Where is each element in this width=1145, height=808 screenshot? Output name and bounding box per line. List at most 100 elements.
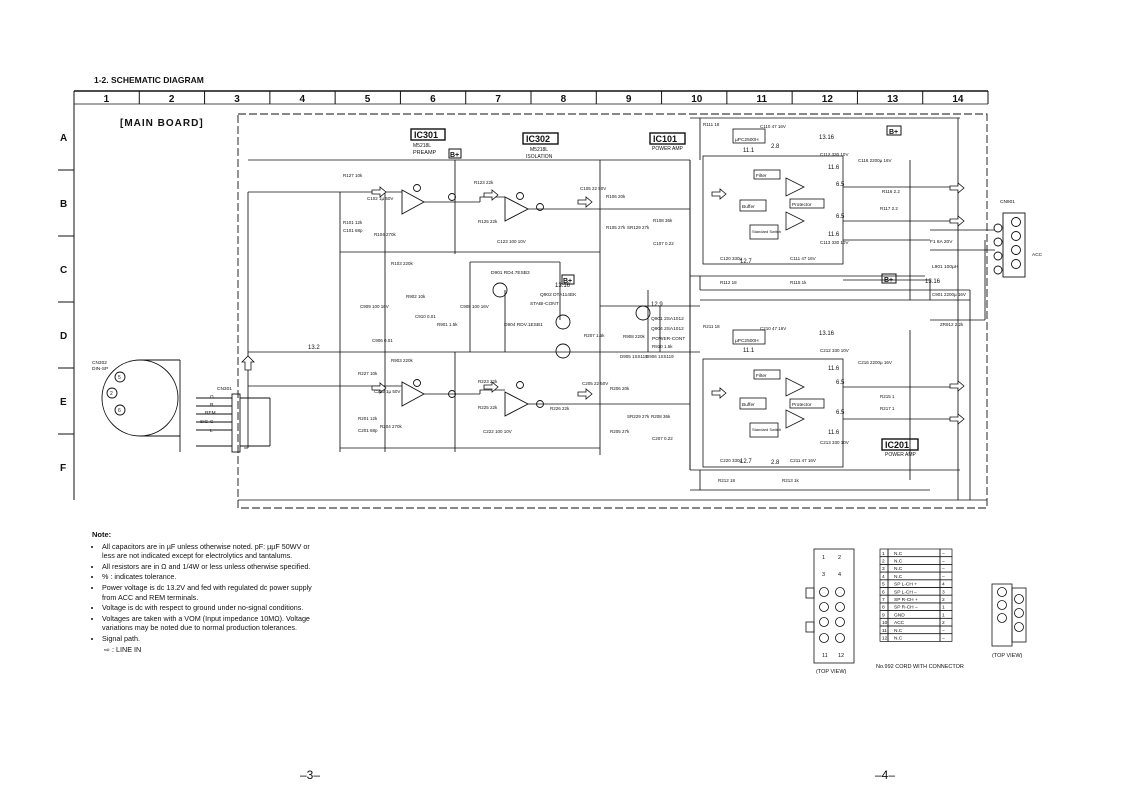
table-cell: N.C [894,559,903,565]
cn301-connector [196,393,271,453]
part-label: C211 47 16V [790,458,816,463]
part-label: C101 68p [343,228,363,233]
svg-text:Buffer: Buffer [742,204,755,210]
table-cell: N.C [894,628,903,634]
table-cell: – [942,560,945,565]
main-board-outline [237,113,988,509]
table-cell: 7 [882,597,885,603]
svg-text:11.6: 11.6 [828,430,840,436]
column-label: 4 [300,94,306,105]
column-label: 2 [169,94,175,105]
wiring [238,117,995,501]
svg-text:Protector: Protector [792,202,812,208]
svg-text:12.7: 12.7 [740,259,752,265]
part-label: R215 1 [880,394,895,399]
svg-text:G: G [210,394,214,400]
note-item: % : indicates tolerance. [102,572,322,582]
part-label: R115 1k [790,280,807,285]
part-label: C210 47 16V [760,326,786,331]
part-label: C205 22 50V [582,381,608,386]
svg-text:POWER-CONT: POWER-CONT [652,336,685,342]
svg-text:13.16: 13.16 [925,279,941,285]
svg-text:2.8: 2.8 [771,460,780,466]
part-label: R204 270k [380,424,403,429]
part-label: C107 0.22 [653,241,674,246]
column-label: 12 [822,94,834,105]
part-label: R910 1.5k [652,344,673,349]
din-sp-connector [101,359,181,452]
note-item: All capacitors are in µF unless otherwis… [102,542,322,561]
part-label: C120 330µ [720,256,743,261]
svg-text:5: 5 [118,375,121,381]
svg-text:6.5: 6.5 [836,214,845,220]
part-label: C908 100 16V [460,304,489,309]
part-label: R206 20k [610,386,630,391]
ic302-sub: M5218L [530,147,548,153]
table-cell: 2 [882,559,885,565]
column-label: 6 [430,94,436,105]
svg-text:µPC2500H: µPC2500H [735,137,759,143]
part-label: R108 36k [653,218,673,223]
ic201-desc: POWER AMP [885,452,917,458]
column-label: 10 [691,94,703,105]
column-label: 9 [626,94,632,105]
part-label: R208 36k [651,414,671,419]
svg-text:D901 RD4.7ESB3: D901 RD4.7ESB3 [491,270,530,276]
part-label: R123 22k [474,180,494,185]
part-label: D905 1SS119 [620,354,648,359]
page-number-left: –3– [300,768,321,782]
din-sp-pin-nums: 526 [110,375,121,414]
part-label: R908 220k [623,334,646,339]
svg-text:R: R [210,402,214,408]
part-label: R901 1.5k [437,322,458,327]
svg-text:3: 3 [822,572,825,578]
part-label: C113 330 10V [820,240,848,245]
svg-text:6.5: 6.5 [836,182,845,188]
svg-text:Buffer: Buffer [742,402,755,408]
pin-diagram-left [805,548,855,664]
svg-text:B+: B+ [884,277,893,284]
svg-text:Standard Switch: Standard Switch [752,427,781,432]
part-label: R226 22k [550,406,570,411]
voltage-labels: 13.16 13.16 13.16 13.16 13.2 12.9 11.1 1… [308,135,941,466]
table-cell: – [942,629,945,634]
svg-text:4: 4 [838,572,841,578]
power-amp-labels: µPC2500H Filter Buffer Protector Standar… [735,137,812,432]
svg-text:Filter: Filter [756,373,767,379]
b-plus-markers: B+ B+ B+ B+ [448,125,902,285]
svg-text:CN901: CN901 [1000,199,1015,205]
table-cell: SP R-CH – [894,605,918,611]
svg-text:µPC2500H: µPC2500H [735,338,759,344]
svg-text:B+: B+ [889,129,898,136]
svg-text:Protector: Protector [792,402,812,408]
part-label: C222 100 10V [483,429,512,434]
part-label: R111 18 [703,122,720,127]
section-title: 1-2. SCHEMATIC DIAGRAM [94,75,204,85]
right-top-view-caption: (TOP VIEW) [992,653,1023,659]
table-cell: GND [894,612,905,618]
note-item: Voltages are taken with a VOM (Input imp… [102,614,322,633]
table-cell: N.C [894,551,903,557]
ic101-desc: POWER AMP [652,146,684,152]
part-label: R227 10k [358,371,378,376]
part-label: C220 330µ [720,458,743,463]
column-label: 1 [104,94,110,105]
svg-text:12.7: 12.7 [740,459,752,465]
part-label: ZR912 2.2k [940,322,964,327]
pin-diagram-left-nums: 1 2 3 4 11 12 [822,555,844,659]
svg-text:2.8: 2.8 [771,144,780,150]
part-label: C102 1µ 50V [367,196,393,201]
table-cell: – [942,575,945,580]
column-label: 11 [757,94,768,105]
part-label: C116 2200µ 16V [858,158,892,163]
table-cell: 6 [882,589,885,595]
table-cell: 1 [882,551,885,557]
table-cell: – [942,637,945,642]
note-item: Power voltage is dc 13.2V and fed with r… [102,583,322,602]
row-label: A [60,133,67,144]
column-label: 5 [365,94,371,105]
